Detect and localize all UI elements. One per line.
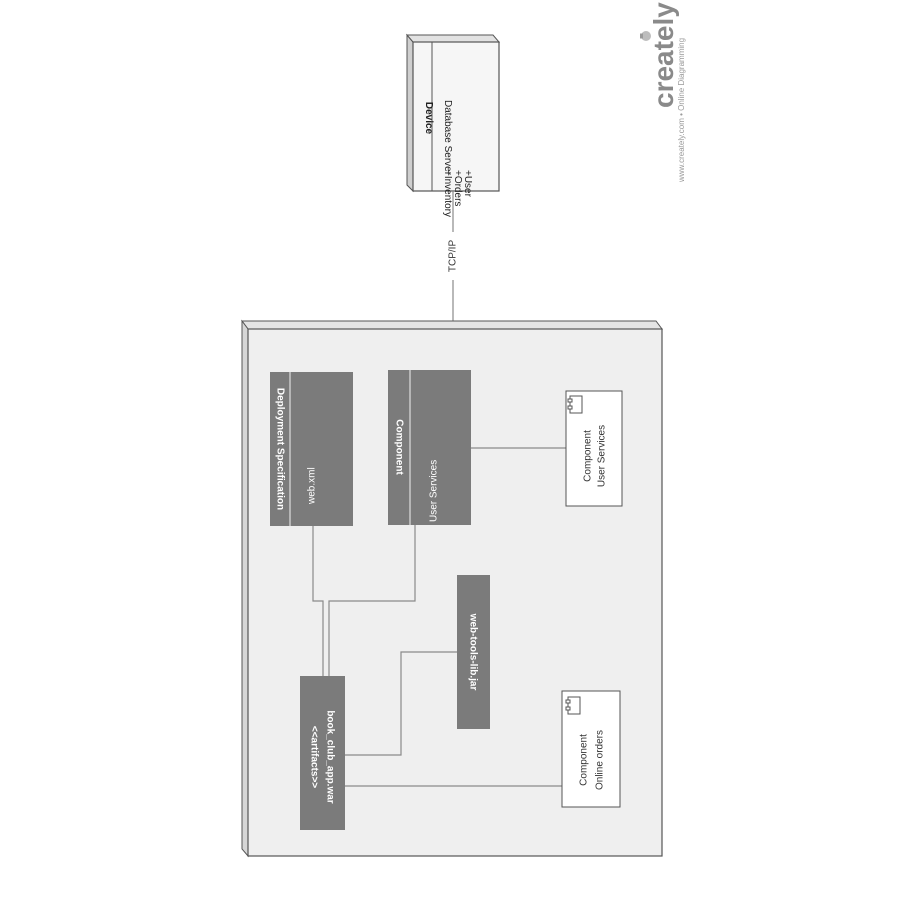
library-box[interactable]: web-tools-lib.jar [457, 575, 490, 729]
library-label: web-tools-lib.jar [468, 613, 479, 691]
artifact-stereotype: <<artifacts>> [309, 726, 320, 788]
component-box-title: Component [394, 419, 405, 475]
component-box-name: User Services [429, 460, 440, 522]
device-item: +User [462, 170, 473, 198]
component-icon [567, 395, 583, 414]
artifact-name: book_club_app.war [325, 710, 336, 803]
connectors [312, 447, 566, 787]
component-user-name: User Services [597, 425, 608, 487]
device-title: Device [423, 102, 434, 135]
device-item: +Inventory [442, 170, 453, 217]
device-node[interactable]: Device Database Server +User+Orders+Inve… [405, 33, 501, 217]
deployment-spec-box[interactable]: Deployment Specification web.xml [270, 372, 353, 526]
component-icon [565, 696, 581, 715]
device-item: +Orders [452, 170, 463, 206]
tcp-ip-label: TCP/IP [448, 240, 459, 273]
component-orders-type: Component [579, 734, 590, 786]
component-user-services[interactable]: Component User Services [565, 390, 623, 507]
device-name: Database Server [442, 100, 453, 176]
deployment-spec-title: Deployment Specification [275, 388, 286, 510]
component-orders-name: Online orders [595, 730, 606, 790]
watermark-brand: creately [648, 2, 679, 108]
watermark: creately www.creately.com • Online Diagr… [640, 2, 686, 183]
watermark-tagline: www.creately.com • Online Diagramming [677, 38, 686, 183]
component-online-orders[interactable]: Component Online orders [561, 690, 621, 808]
deployment-spec-file: web.xml [307, 467, 318, 505]
lightbulb-icon [640, 31, 651, 41]
component-user-type: Component [583, 430, 594, 482]
component-user-services-box[interactable]: Component User Services [388, 370, 471, 525]
artifact-box[interactable]: <<artifacts>> book_club_app.war [300, 676, 345, 830]
